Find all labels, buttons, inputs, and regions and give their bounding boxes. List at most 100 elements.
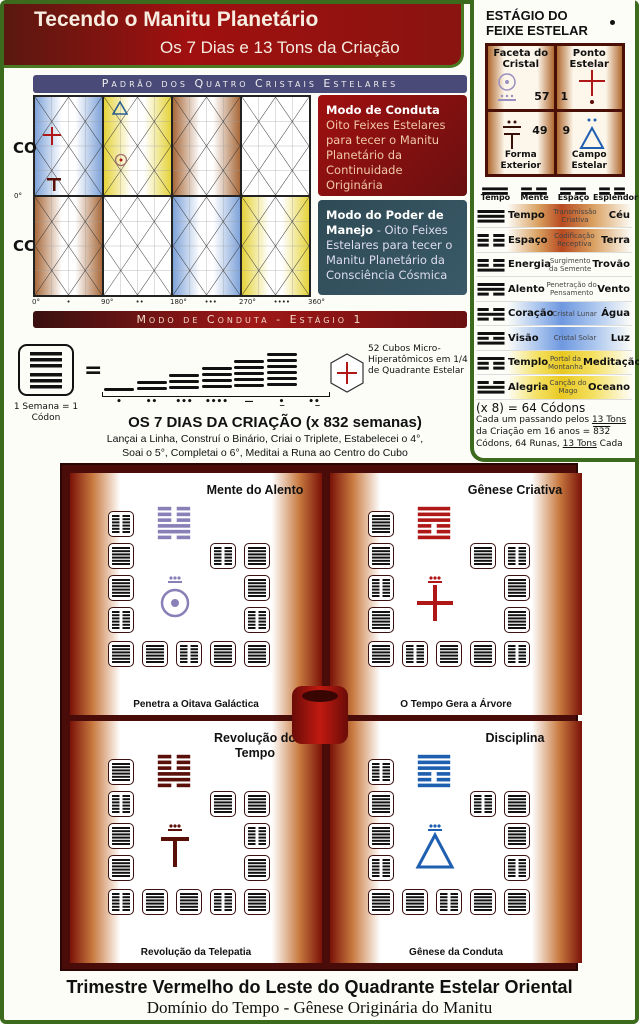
hexagram-box bbox=[470, 791, 496, 817]
quadrant-number: 49 bbox=[532, 123, 548, 137]
quadrant-number: 9 bbox=[562, 123, 571, 137]
hexagram-box bbox=[108, 889, 134, 915]
codons-text: (x 8) = 64 Códons Cada um passando pelos… bbox=[476, 402, 632, 450]
panel-footer: Gênese da Conduta bbox=[409, 947, 503, 958]
cube-hexagon-icon bbox=[330, 353, 364, 393]
hexagram-box bbox=[368, 607, 394, 633]
hexagram-box bbox=[436, 641, 462, 667]
codon-hexagram-icon bbox=[18, 344, 74, 396]
seven-days-title: OS 7 DIAS DA CRIAÇÃO (x 832 semanas) bbox=[128, 414, 422, 431]
stage-banner: Modo de Conduta - Estágio 1 bbox=[33, 311, 467, 328]
hexagram-box bbox=[504, 823, 530, 849]
bigram-label: Espaço bbox=[557, 193, 590, 202]
hexagram-box bbox=[470, 641, 496, 667]
trigram-name: Espaço bbox=[508, 234, 548, 246]
codons-text-2: da Criação em 16 anos = bbox=[476, 427, 594, 437]
panel-sun-icon bbox=[155, 583, 195, 627]
trigram-name: Tempo bbox=[508, 210, 545, 221]
equals-sign: = bbox=[84, 358, 103, 383]
hexagram-box bbox=[108, 607, 134, 633]
trigram-desc: Transmissão Criativa bbox=[553, 207, 597, 224]
hexagram-box bbox=[142, 889, 168, 915]
hexagram-box bbox=[504, 575, 530, 601]
dot-icon bbox=[610, 20, 615, 25]
hexagram-box bbox=[108, 575, 134, 601]
trigram-name: Alento bbox=[508, 283, 545, 295]
axis-tick: •••• bbox=[273, 298, 291, 306]
axis-tick: 0° bbox=[32, 298, 40, 306]
trigram-icon bbox=[476, 377, 506, 397]
hexagram-box bbox=[244, 855, 270, 881]
axis-tick: ••• bbox=[204, 298, 217, 306]
trigram-element: Vento bbox=[597, 283, 630, 295]
panel-tone-icon bbox=[428, 817, 442, 831]
title-banner bbox=[4, 4, 464, 68]
mode-conduct-title: Modo de Conduta bbox=[326, 103, 440, 117]
hexagram-box bbox=[244, 823, 270, 849]
stage-quadrant-crystal-facet: Faceta do Cristal 57 bbox=[488, 46, 554, 109]
bigram-label: Esplendor bbox=[593, 193, 638, 202]
hexagram-box bbox=[108, 543, 134, 569]
day-tone: •• bbox=[145, 397, 158, 407]
stage-quadrant-star-field: 9 Campo Estelar bbox=[556, 111, 622, 174]
quadrant-label: Faceta do Cristal bbox=[493, 48, 549, 70]
crystal-cell bbox=[104, 97, 171, 195]
hexagram-box bbox=[470, 889, 496, 915]
crystal-cell bbox=[35, 197, 102, 295]
hexagram-box bbox=[504, 855, 530, 881]
axis-tick: • bbox=[66, 298, 71, 306]
hexagram-box bbox=[368, 889, 394, 915]
hexagram-box bbox=[210, 889, 236, 915]
sun-icon bbox=[114, 153, 128, 167]
hexagram-box bbox=[244, 889, 270, 915]
axis-tick: 90° bbox=[101, 298, 114, 306]
panel-hexagram-icon bbox=[416, 503, 452, 547]
footer-subtitle: Domínio do Tempo - Gênese Originária do … bbox=[146, 998, 493, 1017]
panel-tone-icon bbox=[168, 817, 182, 831]
day-6-lines bbox=[266, 350, 297, 386]
day-1-lines bbox=[104, 385, 134, 391]
mode-power-title: Modo do Poder de Manejo bbox=[326, 208, 444, 237]
hexagram-box bbox=[176, 641, 202, 667]
crystal-cell bbox=[35, 97, 102, 195]
panel-title: Gênese Criativa bbox=[467, 483, 563, 497]
hexagram-box bbox=[244, 791, 270, 817]
codons-text-3: Códons, 64 Runas, bbox=[476, 439, 563, 449]
day-tone: •̲ bbox=[278, 397, 285, 407]
hexagram-box bbox=[470, 543, 496, 569]
trigram-desc: Canção do Mago bbox=[549, 379, 587, 395]
trigram-element: Oceano bbox=[588, 381, 630, 393]
day-tone: ••• bbox=[175, 397, 193, 407]
hexagram-box bbox=[244, 543, 270, 569]
hexagram-box bbox=[108, 791, 134, 817]
panel-title: Disciplina bbox=[485, 731, 545, 745]
crystal-cell bbox=[242, 97, 309, 195]
panel-tee-icon bbox=[155, 831, 195, 875]
bigram-icon bbox=[597, 181, 627, 200]
panel-triangle-icon bbox=[415, 831, 455, 875]
axis-tick: 360° bbox=[308, 298, 325, 306]
quadrant-number: 57 bbox=[534, 90, 550, 103]
trigram-element: Água bbox=[601, 308, 630, 319]
trigram-desc: Cristal Lunar bbox=[552, 309, 597, 318]
bigram-icon bbox=[480, 181, 510, 200]
trigram-icon bbox=[476, 304, 506, 324]
trigram-icon bbox=[476, 230, 506, 250]
mode-power-text: - Oito Feixes Estelares para tecer o Man… bbox=[326, 223, 453, 282]
quadrant-label: Ponto Estelar bbox=[569, 48, 609, 70]
trigram-desc: Penetração do Pensamento bbox=[546, 281, 597, 297]
hexagram-box bbox=[368, 575, 394, 601]
hexagram-box bbox=[108, 759, 134, 785]
panel-tone-icon bbox=[168, 569, 182, 583]
cross-glyph-icon bbox=[578, 70, 605, 104]
trigram-icon bbox=[476, 328, 506, 348]
day-4-lines bbox=[201, 364, 232, 388]
tee-icon bbox=[47, 178, 61, 191]
trigram-element: Luz bbox=[610, 332, 630, 344]
